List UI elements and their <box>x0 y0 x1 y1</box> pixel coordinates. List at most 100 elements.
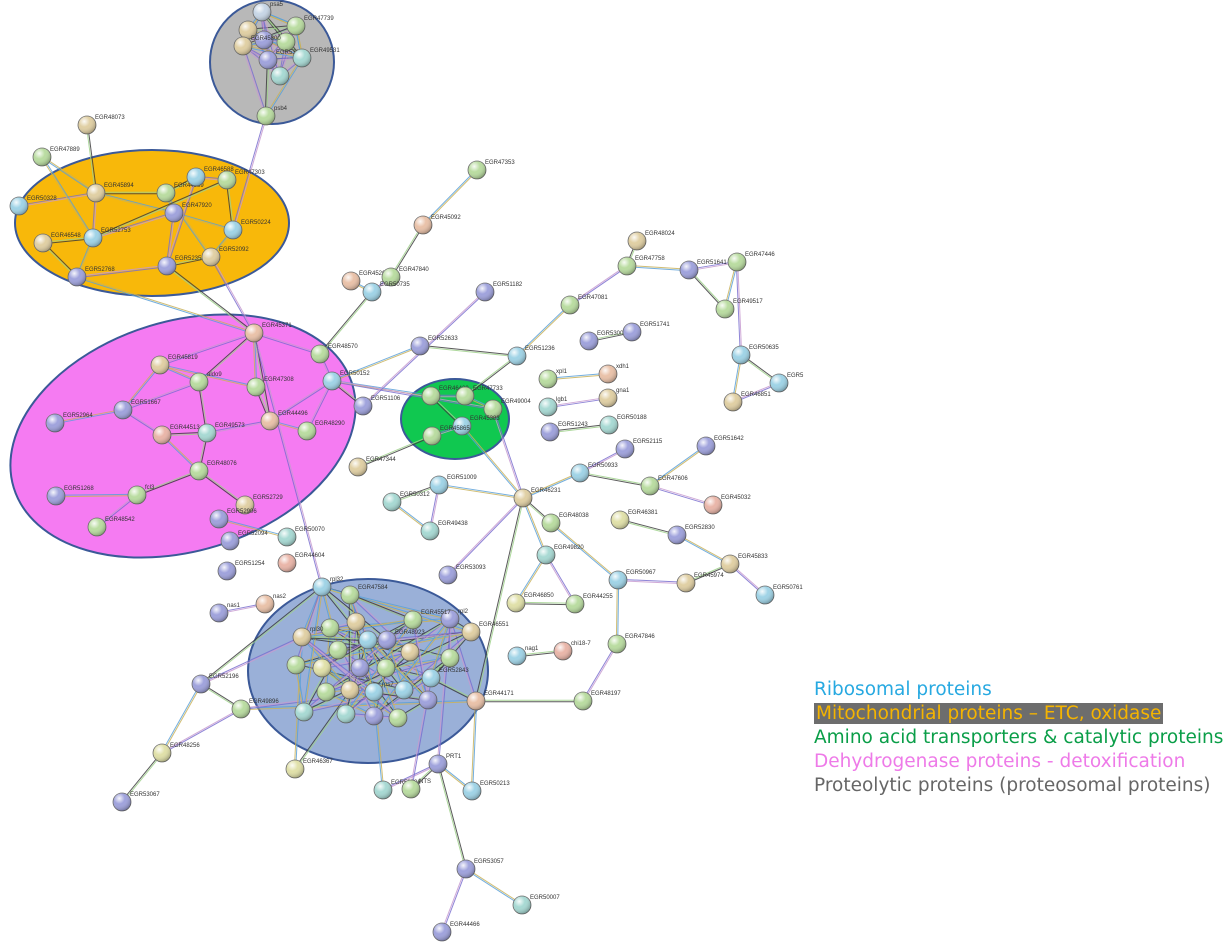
protein-node[interactable]: EGR48076 <box>189 461 237 481</box>
protein-node[interactable]: EGR45517 <box>403 610 451 630</box>
protein-node[interactable]: EGR45833 <box>720 554 768 574</box>
protein-node[interactable]: EGR44255 <box>565 594 613 614</box>
protein-node[interactable]: EGR45092 <box>413 215 461 235</box>
protein-node[interactable]: EGR44496 <box>260 411 308 431</box>
protein-node[interactable]: NTS <box>401 779 431 799</box>
protein-node[interactable]: EGR46850 <box>506 593 554 613</box>
protein-node[interactable]: EGR52354 <box>157 256 205 276</box>
protein-node[interactable]: EGR48038 <box>541 513 589 533</box>
protein-node[interactable]: EGR47303 <box>217 170 265 190</box>
protein-node[interactable]: EGR5 <box>769 373 804 393</box>
protein-node[interactable]: EGR51182 <box>475 282 523 302</box>
protein-node[interactable] <box>400 642 420 662</box>
protein-node[interactable]: aldo9 <box>189 372 222 392</box>
protein-node[interactable]: EGR50007 <box>512 895 560 915</box>
protein-node[interactable]: EGR50312 <box>382 492 430 512</box>
protein-node[interactable]: EGR52196 <box>191 674 239 694</box>
protein-node[interactable]: EGR47446 <box>727 252 775 272</box>
protein-node[interactable]: EGR52768 <box>67 267 115 287</box>
protein-node[interactable]: EGR46367 <box>285 759 333 779</box>
protein-node[interactable]: EGR47920 <box>164 203 212 223</box>
protein-node[interactable]: EGR46429 <box>421 386 469 406</box>
protein-node[interactable] <box>312 658 332 678</box>
protein-node[interactable]: EGR46231 <box>513 488 561 508</box>
protein-node[interactable]: EGR45800 <box>233 36 281 56</box>
protein-node[interactable]: gna1 <box>598 388 630 408</box>
protein-node[interactable] <box>276 32 296 52</box>
protein-node[interactable] <box>340 680 360 700</box>
protein-node[interactable] <box>418 690 438 710</box>
protein-node[interactable]: EGR48073 <box>77 115 125 135</box>
protein-node[interactable]: EGR50735 <box>362 282 410 302</box>
protein-node[interactable]: EGR49820 <box>536 545 584 565</box>
protein-node[interactable]: EGR52729 <box>235 495 283 515</box>
protein-node[interactable] <box>388 708 408 728</box>
protein-node[interactable]: EGR44171 <box>466 691 514 711</box>
protein-node[interactable]: psa5 <box>252 2 284 22</box>
protein-node[interactable]: EGR53093 <box>438 565 486 585</box>
protein-node[interactable]: EGR47739 <box>286 16 334 36</box>
protein-node[interactable] <box>376 658 396 678</box>
protein-node[interactable]: EGR52964 <box>45 413 93 433</box>
protein-node[interactable]: EGR46381 <box>610 510 658 530</box>
protein-node[interactable]: rpl32 <box>312 577 344 597</box>
protein-node[interactable]: EGR49004 <box>483 399 531 419</box>
protein-node[interactable] <box>270 66 290 86</box>
protein-node[interactable]: EGR47733 <box>455 386 503 406</box>
protein-node[interactable]: EGR45032 <box>703 495 751 515</box>
protein-node[interactable]: EGR51236 <box>507 346 555 366</box>
protein-node[interactable]: rpl30 <box>292 627 324 647</box>
protein-node[interactable]: EGR47889 <box>32 147 80 167</box>
protein-node[interactable]: EGR46851 <box>723 392 771 412</box>
protein-node[interactable]: EGR49438 <box>420 521 468 541</box>
protein-node[interactable] <box>364 706 384 726</box>
protein-node[interactable]: EGR45383 <box>452 416 500 436</box>
protein-node[interactable]: EGR52753 <box>83 228 131 248</box>
protein-node[interactable]: rps7 <box>364 682 394 702</box>
protein-node[interactable]: EGR51641 <box>679 260 727 280</box>
protein-node[interactable]: EGR52906 <box>209 509 257 529</box>
protein-node[interactable]: EGR50635 <box>731 345 779 365</box>
protein-node[interactable]: EGR51741 <box>622 322 670 342</box>
protein-node[interactable]: EGR47606 <box>640 476 688 496</box>
protein-node[interactable]: EGR47758 <box>617 256 665 276</box>
protein-node[interactable]: EGR45261 <box>341 271 389 291</box>
protein-node[interactable]: EGR47584 <box>340 585 388 605</box>
protein-node[interactable]: rpl2 <box>440 609 469 629</box>
protein-node[interactable] <box>328 640 348 660</box>
protein-node[interactable]: EGR48256 <box>152 743 200 763</box>
protein-node[interactable]: EGR52094 <box>220 531 268 551</box>
protein-node[interactable]: EGR48542 <box>87 517 135 537</box>
protein-node[interactable]: EGR48024 <box>627 231 675 251</box>
protein-node[interactable]: EGR52830 <box>667 525 715 545</box>
protein-node[interactable]: EGR49517 <box>715 299 763 319</box>
protein-node[interactable]: EGR47353 <box>467 160 515 180</box>
protein-node[interactable]: fcl3 <box>127 485 155 505</box>
protein-node[interactable]: EGR48570 <box>310 344 358 364</box>
protein-node[interactable]: EGR50070 <box>277 527 325 547</box>
protein-node[interactable]: lgb1 <box>538 397 568 417</box>
protein-node[interactable]: EGR52843 <box>421 668 469 688</box>
protein-node[interactable]: EGR44604 <box>277 553 325 573</box>
protein-node[interactable]: EGR53067 <box>112 792 160 812</box>
protein-node[interactable]: EGR47344 <box>348 457 396 477</box>
protein-node[interactable]: EGR51254 <box>217 561 265 581</box>
protein-node[interactable]: EGR50761 <box>755 585 803 605</box>
protein-node[interactable]: EGR44466 <box>432 922 480 942</box>
protein-node[interactable]: EGR49531 <box>292 48 340 68</box>
protein-node[interactable]: EGR45371 <box>244 323 292 343</box>
protein-node[interactable]: EGR50967 <box>608 570 656 590</box>
protein-node[interactable]: EGR49896 <box>231 699 279 719</box>
protein-node[interactable] <box>440 648 460 668</box>
protein-node[interactable]: PRT1 <box>428 754 462 774</box>
protein-node[interactable]: chi18-7 <box>553 641 591 661</box>
protein-node[interactable]: EGR50152 <box>322 371 370 391</box>
protein-node[interactable] <box>336 704 356 724</box>
protein-node[interactable]: EGR46588 <box>186 167 234 187</box>
protein-node[interactable]: EGR50933 <box>570 463 618 483</box>
protein-node[interactable]: psb4 <box>256 106 288 126</box>
protein-node[interactable]: EGR53057 <box>456 859 504 879</box>
protein-node[interactable]: EGR44389 <box>156 183 204 203</box>
protein-node[interactable]: EGR52092 <box>201 247 249 267</box>
protein-node[interactable]: EGR48197 <box>573 691 621 711</box>
